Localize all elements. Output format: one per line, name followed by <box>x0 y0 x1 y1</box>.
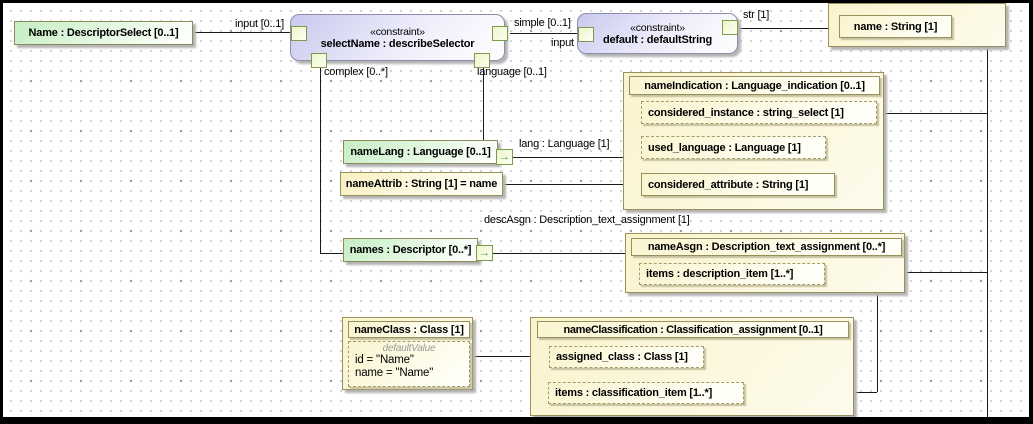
frame-left <box>0 0 3 424</box>
node-label: nameLang : Language [0..1] <box>350 146 491 158</box>
node-label: default : defaultString <box>602 33 713 46</box>
selectname-left-port[interactable] <box>291 26 307 41</box>
edge-label-str[interactable]: str [1] <box>743 9 770 21</box>
node-default-constraint[interactable]: «constraint» default : defaultString <box>577 13 738 54</box>
connector-complex-vertical <box>320 67 321 253</box>
connector-descasgn <box>493 253 625 254</box>
property-label: items : description_item [1..*] <box>646 268 794 280</box>
node-nameclassification-container[interactable]: nameClassification : Classification_assi… <box>530 317 854 416</box>
edge-label-complex[interactable]: complex [0..*] <box>324 66 388 78</box>
arrow-right-icon: → <box>479 247 490 259</box>
names-arrow-port[interactable]: → <box>476 245 493 261</box>
node-nameattrib[interactable]: nameAttrib : String [1] = name <box>340 172 503 196</box>
node-namelang[interactable]: nameLang : Language [0..1] <box>343 140 498 164</box>
node-names-descriptor[interactable]: names : Descriptor [0..*] <box>343 238 478 262</box>
node-label: nameAsgn : Description_text_assignment [… <box>647 241 886 253</box>
attribute-id: id = "Name" <box>355 354 414 366</box>
edge-label-input-1[interactable]: input [0..1] <box>235 18 284 30</box>
default-right-port[interactable] <box>722 20 738 35</box>
connector-nameattrib-consideredattribute <box>503 184 640 185</box>
nameclass-defaultvalue-compartment[interactable]: defaultValue id = "Name" name = "Name" <box>348 341 470 387</box>
node-label: nameAttrib : String [1] = name <box>345 178 498 190</box>
property-label: considered_attribute : String [1] <box>648 178 809 191</box>
namelang-arrow-port[interactable]: → <box>496 149 513 165</box>
node-nameclass-container[interactable]: nameClass : Class [1] defaultValue id = … <box>342 317 473 390</box>
node-label: names : Descriptor [0..*] <box>349 244 472 256</box>
node-label: Name : DescriptorSelect [0..1] <box>28 27 179 39</box>
nameclassification-header[interactable]: nameClassification : Classification_assi… <box>537 321 849 338</box>
edge-label-lang[interactable]: lang : Language [1] <box>519 138 610 150</box>
node-label: nameClassification : Classification_assi… <box>563 323 823 336</box>
property-description-items[interactable]: items : description_item [1..*] <box>639 263 825 285</box>
node-name-descriptorselect[interactable]: Name : DescriptorSelect [0..1] <box>14 21 193 45</box>
node-nameasgn-container[interactable]: nameAsgn : Description_text_assignment [… <box>625 233 905 293</box>
property-classification-items[interactable]: items : classification_item [1..*] <box>548 382 744 404</box>
arrow-right-icon: → <box>499 151 510 163</box>
edge-label-simple[interactable]: simple [0..1] <box>514 17 571 29</box>
node-name-string-container[interactable]: name : String [1] <box>828 3 1006 47</box>
connector-simple-input <box>510 33 578 34</box>
connector-classificationitems-vertical <box>877 293 878 392</box>
connector-nameclass-assignedclass <box>472 356 548 357</box>
connector-input-name-to-selectname <box>193 32 290 33</box>
property-label: considered_instance : string_select [1] <box>648 106 844 119</box>
default-left-port[interactable] <box>578 27 594 42</box>
nameclass-header[interactable]: nameClass : Class [1] <box>348 321 470 338</box>
node-name-string-label-box[interactable]: name : String [1] <box>839 15 952 38</box>
connector-complex-horizontal <box>320 253 343 254</box>
connector-lang <box>513 157 640 158</box>
connector-right-vertical-bus <box>987 47 988 417</box>
defaultvalue-title: defaultValue <box>382 343 436 354</box>
connector-descriptionitems-right <box>824 272 987 273</box>
node-label: name : String [1] <box>853 20 938 33</box>
property-label: used_language : Language [1] <box>648 141 801 154</box>
nameasgn-header[interactable]: nameAsgn : Description_text_assignment [… <box>631 238 902 256</box>
property-label: items : classification_item [1..*] <box>555 387 713 399</box>
frame-right <box>1029 0 1033 424</box>
selectname-bottomright-port[interactable] <box>474 53 490 68</box>
nameindication-header[interactable]: nameIndication : Language_indication [0.… <box>629 76 880 95</box>
selectname-right-port[interactable] <box>492 26 508 41</box>
node-nameindication-container[interactable]: nameIndication : Language_indication [0.… <box>623 72 884 210</box>
connector-consideredinstance-right <box>876 113 987 114</box>
property-used-language[interactable]: used_language : Language [1] <box>641 136 826 159</box>
edge-label-descasgn[interactable]: descAsgn : Description_text_assignment [… <box>484 214 690 226</box>
stereotype-label: «constraint» <box>370 25 425 38</box>
node-label: selectName : describeSelector <box>320 37 475 50</box>
property-assigned-class[interactable]: assigned_class : Class [1] <box>549 346 704 368</box>
frame-top <box>0 0 1033 3</box>
attribute-name: name = "Name" <box>355 367 434 379</box>
connector-str <box>738 28 828 29</box>
property-considered-instance[interactable]: considered_instance : string_select [1] <box>641 101 877 124</box>
selectname-bottomleft-port[interactable] <box>311 53 327 68</box>
node-label: nameIndication : Language_indication [0.… <box>644 79 865 92</box>
node-label: nameClass : Class [1] <box>354 323 464 336</box>
frame-bottom <box>0 417 1033 424</box>
edge-label-language[interactable]: language [0..1] <box>477 66 547 78</box>
connector-language-vertical <box>483 67 484 140</box>
property-label: assigned_class : Class [1] <box>556 351 688 363</box>
stereotype-label: «constraint» <box>630 21 685 34</box>
property-considered-attribute[interactable]: considered_attribute : String [1] <box>641 173 835 196</box>
